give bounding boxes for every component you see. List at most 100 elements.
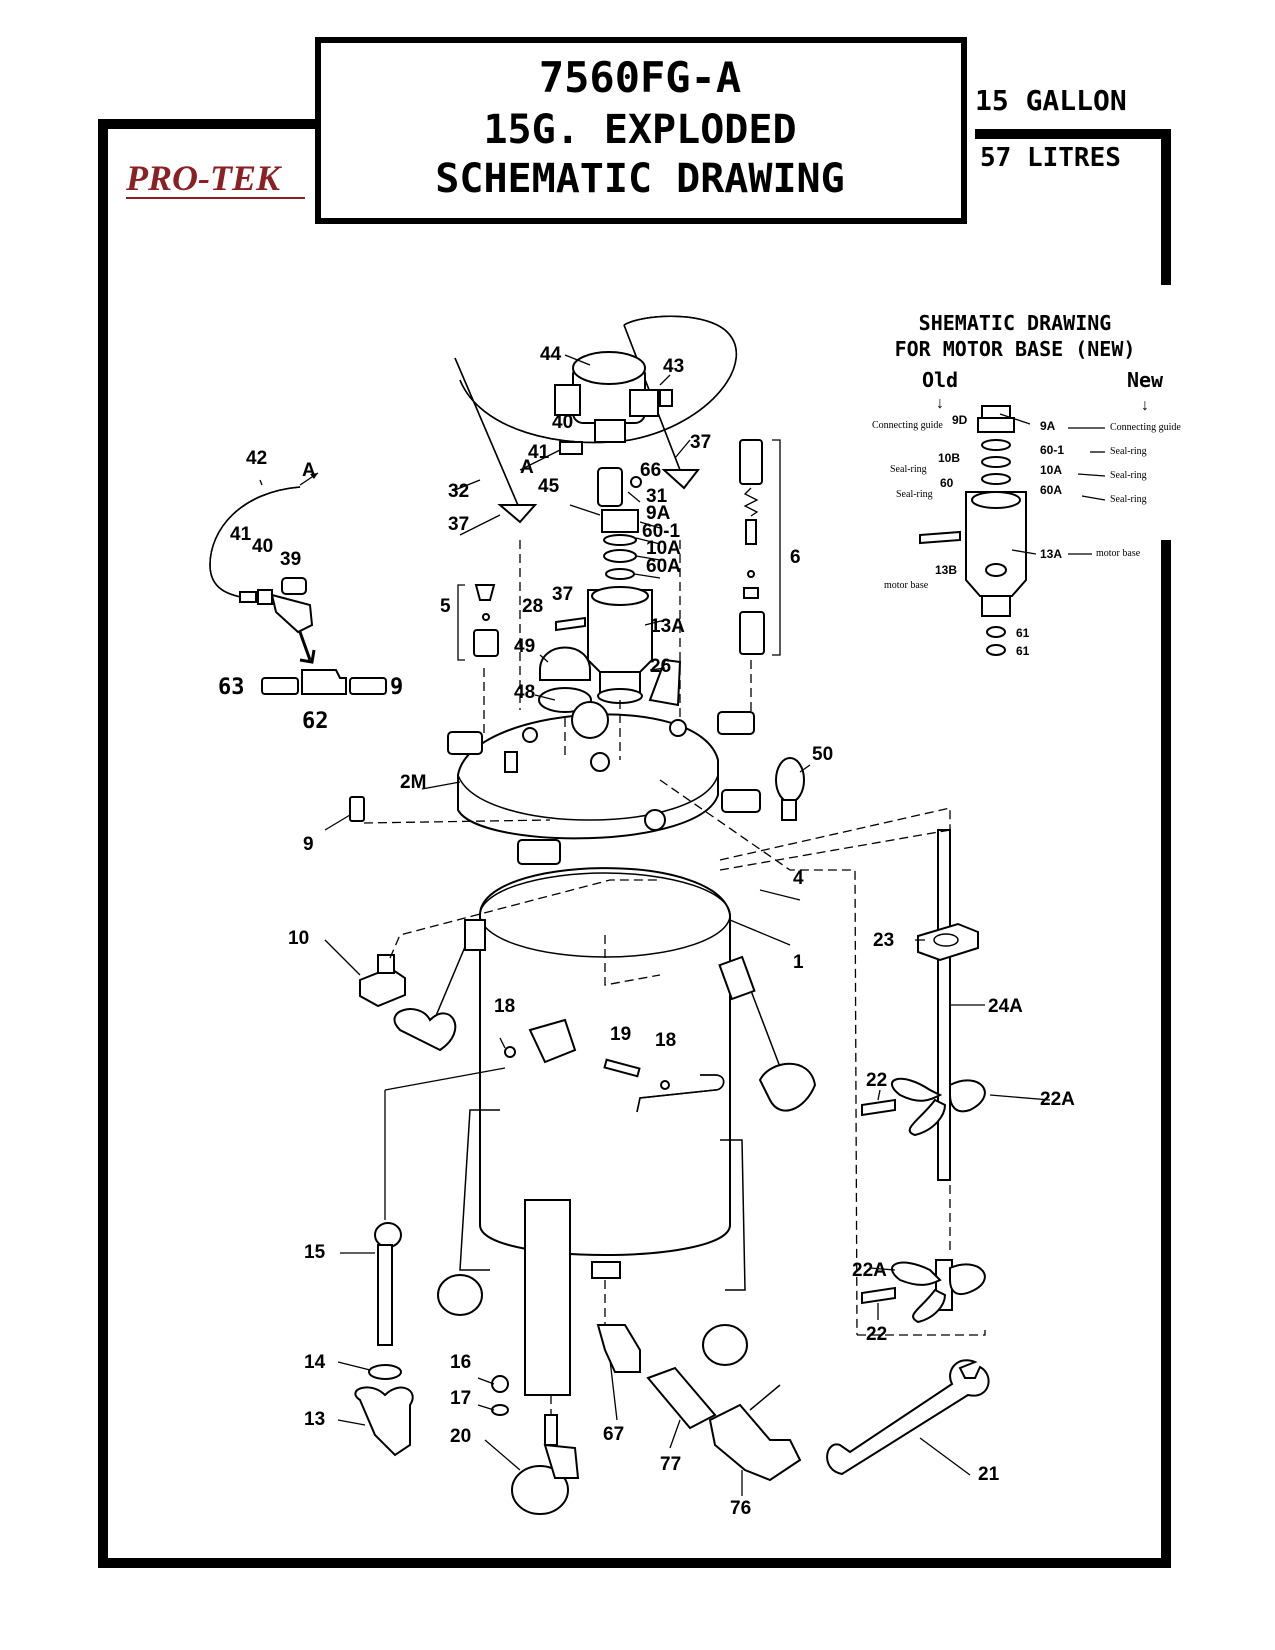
caster-wheel <box>437 1274 483 1316</box>
capacity-litres: 57 LITRES <box>980 143 1121 173</box>
callout-49: 49 <box>514 636 535 657</box>
note-seal-ring-left-1: Seal-ring <box>890 464 927 475</box>
callout-37-mid: 37 <box>552 584 573 605</box>
inset-nut-61-b <box>986 644 1006 656</box>
callout-40-left: 40 <box>252 536 273 557</box>
caster-wheel <box>702 1324 748 1366</box>
callout-5: 5 <box>440 596 451 617</box>
callout-28: 28 <box>522 596 543 617</box>
callout-77: 77 <box>660 1454 681 1475</box>
callout-22-upper: 22 <box>866 1070 887 1091</box>
arrow-down-icon <box>298 631 316 664</box>
callout-39: 39 <box>280 549 301 570</box>
title-line-2: 15G. EXPLODED <box>483 107 796 153</box>
callout-6: 6 <box>790 547 801 568</box>
note-seal-ring-2: Seal-ring <box>1110 470 1147 481</box>
callout-19: 19 <box>610 1024 631 1045</box>
fitting-40-top <box>559 441 583 455</box>
callout-4: 4 <box>793 868 804 889</box>
inset-callout-60-1: 60-1 <box>1040 443 1064 457</box>
inset-callout-60: 60 <box>940 476 954 490</box>
callout-20: 20 <box>450 1426 471 1447</box>
fitting-43 <box>659 389 673 407</box>
callout-22a-upper: 22A <box>1040 1089 1075 1110</box>
inset-callout-13b: 13B <box>935 563 957 577</box>
seal-10a <box>603 549 637 563</box>
tee-assembly-62 <box>261 669 387 695</box>
inset-callout-9a: 9A <box>1040 419 1056 433</box>
callout-42: 42 <box>246 448 267 469</box>
lid-clamp-left <box>393 919 486 1052</box>
inset-title-line-2: FOR MOTOR BASE (NEW) <box>895 337 1136 361</box>
air-motor-44 <box>519 351 673 471</box>
callout-32: 32 <box>448 481 469 502</box>
fitting-10 <box>359 954 406 1008</box>
air-hose-assembly <box>209 472 319 634</box>
pressure-gauge-50 <box>775 757 805 821</box>
lid-clamp-right <box>718 955 817 1112</box>
callout-15: 15 <box>304 1242 326 1263</box>
callout-2m: 2M <box>400 772 426 793</box>
inset-callout-61-b: 61 <box>1016 644 1030 658</box>
callout-50: 50 <box>812 744 833 765</box>
callout-60-1: 60-1 <box>642 521 680 542</box>
nut-16 <box>491 1375 509 1393</box>
leader-lines <box>259 354 1051 1496</box>
note-motor-base-right: motor base <box>1096 548 1141 559</box>
callout-22a-lower: 22A <box>852 1260 887 1281</box>
wing-nut-13 <box>354 1386 414 1457</box>
bolt-22b <box>861 1286 896 1305</box>
fitting-41 <box>239 591 257 603</box>
note-motor-base-left: motor base <box>884 580 929 591</box>
screw-66 <box>630 476 642 488</box>
note-seal-ring-left-2: Seal-ring <box>896 489 933 500</box>
callout-37-left: 37 <box>448 514 469 535</box>
agitator-shaft-24a <box>861 829 986 1324</box>
callout-13: 13 <box>304 1409 325 1430</box>
note-seal-ring-1: Seal-ring <box>1110 446 1147 457</box>
motor-base-inset: SHEMATIC DRAWING FOR MOTOR BASE (NEW) Ol… <box>870 300 1181 658</box>
callout-a-top: A <box>520 457 534 478</box>
callout-9a: 9A <box>646 503 671 524</box>
inset-callout-13a: 13A <box>1040 547 1062 561</box>
inset-title-line-1: SHEMATIC DRAWING <box>919 311 1112 335</box>
callout-62: 62 <box>302 709 329 734</box>
inset-callout-10a: 10A <box>1040 463 1062 477</box>
callout-1: 1 <box>793 952 804 973</box>
inset-bolt-13b <box>919 530 961 545</box>
agitator-drive-stack <box>555 467 653 704</box>
clip-18 <box>504 1046 516 1058</box>
inset-callout-9d: 9D <box>952 413 968 427</box>
callout-22-lower: 22 <box>866 1324 887 1345</box>
callout-67: 67 <box>603 1424 624 1445</box>
callout-10a: 10A <box>646 538 681 559</box>
callout-18-right: 18 <box>655 1030 676 1051</box>
pin-19 <box>603 1058 641 1078</box>
elbow-67 <box>596 1324 641 1373</box>
capacity-gallons: 15 GALLON <box>975 84 1127 117</box>
washer-17 <box>491 1404 509 1416</box>
inset-seal-ring-60-1 <box>981 439 1011 451</box>
arrow-down-icon: ↓ <box>1141 397 1149 414</box>
inset-callout-10b: 10B <box>938 451 960 465</box>
washer-14 <box>368 1364 402 1380</box>
callout-9-tee: 9 <box>390 675 403 700</box>
callout-23: 23 <box>873 930 894 951</box>
outlet-nipple <box>591 1261 621 1279</box>
hex-nut-23 <box>917 922 979 962</box>
callout-18-left: 18 <box>494 996 515 1017</box>
inset-seal-ring-60a <box>981 473 1011 485</box>
caster-leg <box>524 1199 571 1396</box>
inset-new-label: New <box>1127 368 1164 392</box>
callout-40: 40 <box>552 412 573 433</box>
bolt-22 <box>861 1098 896 1117</box>
inset-motor-base-13a <box>965 491 1027 617</box>
title-box <box>315 37 967 224</box>
callout-45: 45 <box>538 476 560 497</box>
inset-nut-61-a <box>986 626 1006 638</box>
callout-9: 9 <box>303 834 314 855</box>
callout-37-top: 37 <box>690 432 711 453</box>
eye-bolt-15 <box>354 1222 414 1457</box>
